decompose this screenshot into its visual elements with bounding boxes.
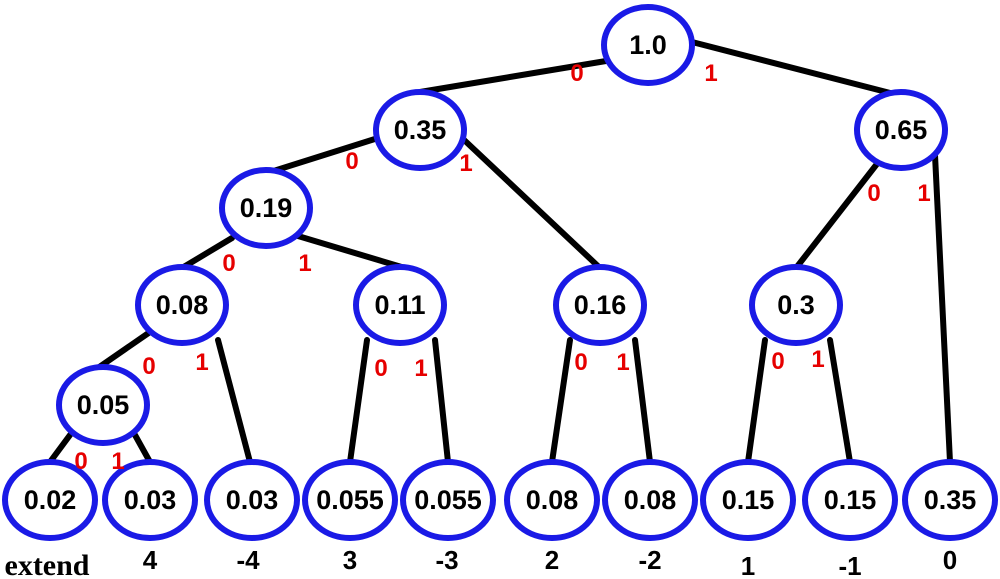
leaf-h-value: 0.15 [722, 485, 775, 515]
bit-root-left: 0 [570, 60, 583, 87]
edge-008-leaf-c [215, 337, 253, 465]
leaf-label-h: 1 [741, 551, 755, 579]
edge-035-016 [459, 135, 603, 271]
leaf-e-value: 0.055 [414, 485, 482, 515]
node-016: 0.16 [553, 264, 647, 346]
leaf-j-value: 0.35 [924, 485, 977, 515]
leaf-label-i: -1 [838, 551, 861, 579]
bit-011-left: 0 [374, 355, 387, 382]
node-011: 0.11 [353, 264, 447, 346]
bit-labels: 0 1 0 1 0 1 0 1 0 1 0 1 0 1 0 1 0 1 [74, 60, 930, 475]
tree-edges [47, 39, 953, 465]
bit-005-right: 1 [111, 448, 124, 475]
edge-005-leaf-b [132, 432, 153, 465]
leaf-label-a: extend [5, 549, 90, 579]
node-019: 0.19 [219, 167, 313, 249]
leaf-b: 0.03 [102, 459, 198, 541]
leaf-b-value: 0.03 [124, 485, 177, 515]
bit-035-right: 1 [459, 150, 472, 177]
edge-065-leaf-035 [932, 152, 953, 465]
edge-root-035 [417, 57, 615, 95]
node-065: 0.65 [854, 89, 948, 171]
leaf-label-e: -3 [435, 545, 458, 575]
edge-016-leaf-f [549, 337, 573, 465]
node-016-value: 0.16 [574, 290, 627, 320]
bit-035-left: 0 [345, 148, 358, 175]
node-008: 0.08 [135, 264, 229, 346]
edge-011-leaf-d [347, 337, 370, 465]
edge-016-leaf-g [632, 337, 653, 465]
bit-065-left: 0 [867, 180, 880, 207]
edge-008-005 [92, 329, 153, 373]
bit-root-right: 1 [704, 60, 717, 87]
leaf-f: 0.08 [504, 459, 600, 541]
edge-011-leaf-e [432, 337, 451, 465]
leaf-f-value: 0.08 [526, 485, 579, 515]
bit-008-right: 1 [195, 349, 208, 376]
node-035-value: 0.35 [394, 115, 447, 145]
bit-016-left: 0 [574, 349, 587, 376]
bit-03-left: 0 [771, 348, 784, 375]
leaf-e: 0.055 [400, 459, 496, 541]
bit-011-right: 1 [414, 355, 427, 382]
node-root: 1.0 [601, 4, 695, 86]
bit-065-right: 1 [917, 180, 930, 207]
node-03-value: 0.3 [777, 290, 815, 320]
edge-root-065 [689, 39, 901, 98]
leaf-i-value: 0.15 [824, 485, 877, 515]
edge-019-008 [179, 235, 235, 271]
node-011-value: 0.11 [374, 290, 425, 320]
leaf-label-b: 4 [143, 545, 158, 575]
leaf-labels: extend 4 -4 3 -3 2 -2 1 -1 0 [5, 545, 958, 579]
leaf-label-c: -4 [236, 545, 260, 575]
bit-016-right: 1 [616, 349, 629, 376]
leaf-label-d: 3 [343, 545, 357, 575]
node-035: 0.35 [373, 89, 467, 171]
node-root-value: 1.0 [629, 30, 667, 60]
leaf-i: 0.15 [802, 459, 898, 541]
bit-019-right: 1 [298, 250, 311, 277]
leaf-a-value: 0.02 [24, 485, 77, 515]
edge-03-leaf-i [827, 337, 853, 465]
leaf-a: 0.02 [2, 459, 98, 541]
leaf-label-j: 0 [943, 545, 957, 575]
node-065-value: 0.65 [875, 115, 928, 145]
node-019-value: 0.19 [240, 193, 293, 223]
node-005: 0.05 [56, 364, 150, 446]
bit-008-left: 0 [142, 353, 155, 380]
bit-03-right: 1 [811, 346, 824, 373]
leaf-g: 0.08 [602, 459, 698, 541]
leaf-c: 0.03 [204, 459, 300, 541]
bit-005-left: 0 [74, 448, 87, 475]
edge-065-03 [793, 157, 883, 271]
leaf-h: 0.15 [700, 459, 796, 541]
leaf-g-value: 0.08 [624, 485, 677, 515]
leaf-c-value: 0.03 [226, 485, 279, 515]
edge-005-leaf-a [47, 432, 73, 465]
edge-03-leaf-h [745, 337, 768, 465]
node-005-value: 0.05 [77, 390, 130, 420]
leaf-j: 0.35 [902, 459, 998, 541]
leaf-d: 0.055 [302, 459, 398, 541]
node-008-value: 0.08 [156, 290, 209, 320]
bit-019-left: 0 [222, 250, 235, 277]
leaf-label-f: 2 [545, 545, 559, 575]
leaf-label-g: -2 [638, 545, 661, 575]
edge-019-011 [295, 233, 408, 271]
leaf-d-value: 0.055 [316, 485, 384, 515]
node-03: 0.3 [749, 264, 843, 346]
